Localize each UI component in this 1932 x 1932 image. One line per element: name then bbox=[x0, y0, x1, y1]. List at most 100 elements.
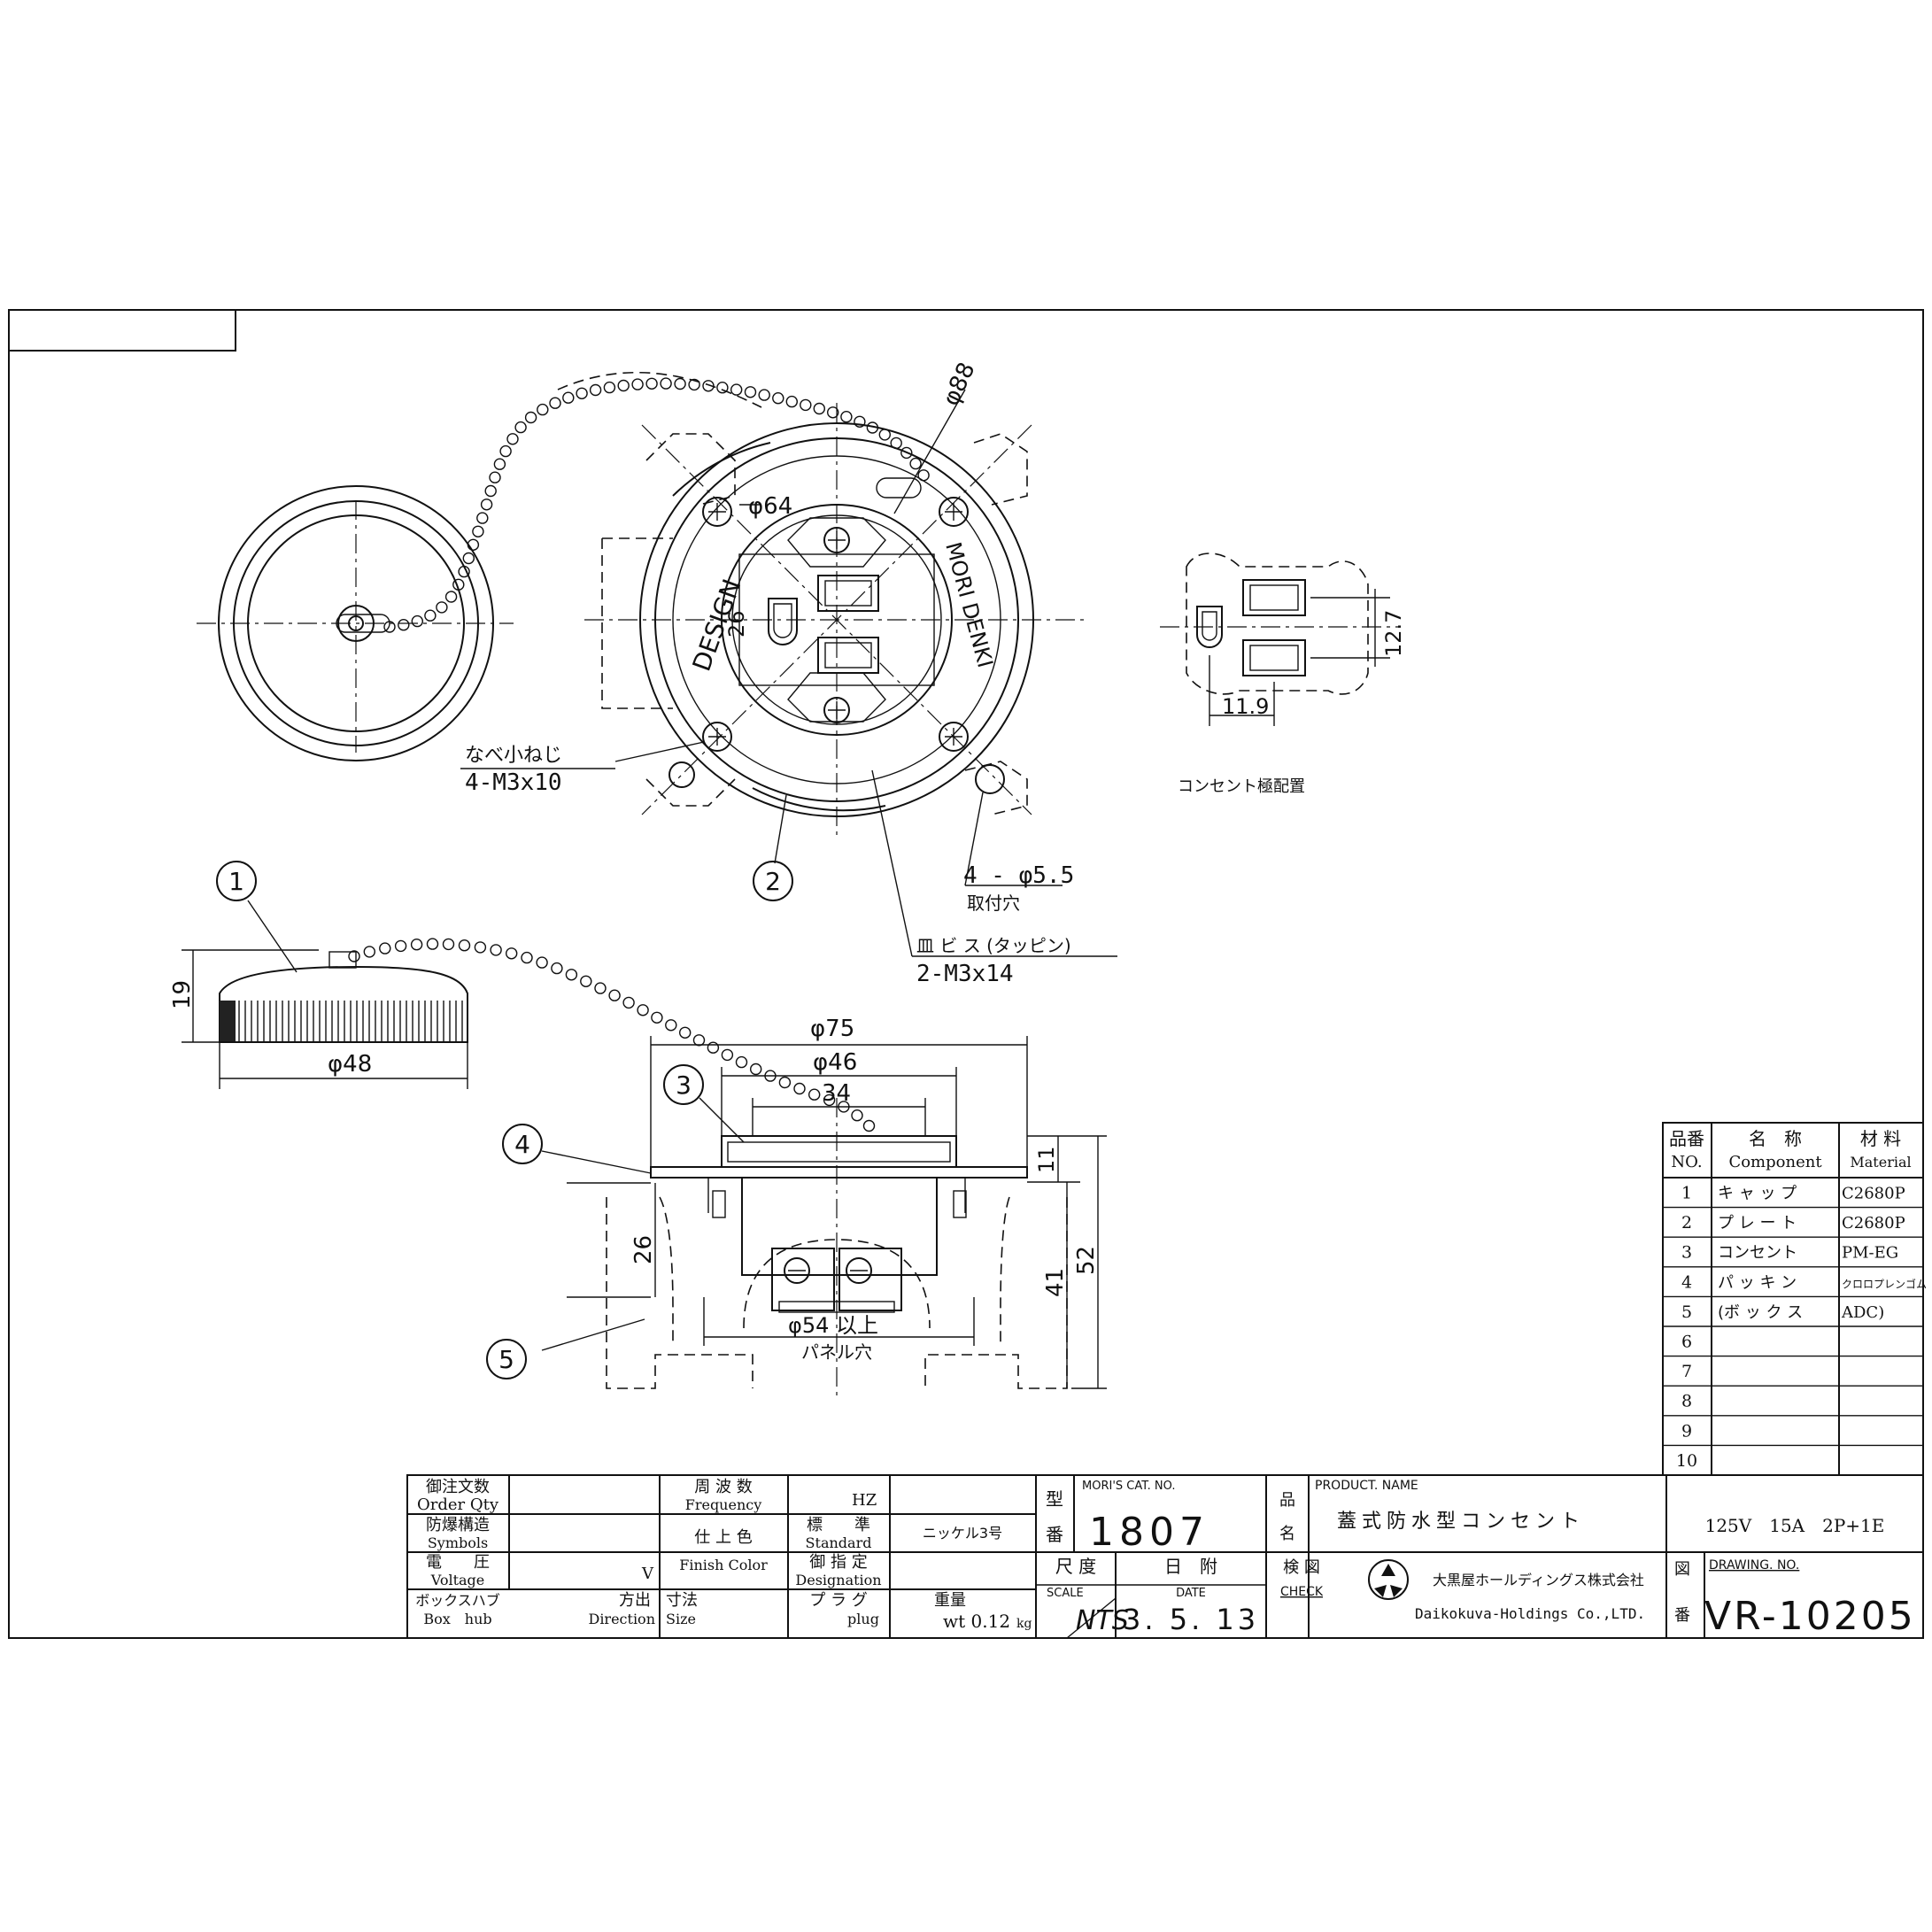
plug-en: plug bbox=[847, 1611, 879, 1627]
parts-name: コンセント bbox=[1718, 1244, 1797, 1263]
chain-bead bbox=[379, 942, 391, 954]
scale-value: NTS bbox=[1076, 1605, 1129, 1636]
dim-phi88: φ88 bbox=[938, 359, 980, 410]
balloon-4: 4 bbox=[502, 1124, 652, 1174]
chain-bead bbox=[692, 1034, 706, 1047]
ball-chain-top bbox=[383, 377, 930, 633]
chain-bead bbox=[480, 498, 493, 511]
dim-phi75: φ75 bbox=[810, 1016, 854, 1042]
screw-spec: 4-M3x10 bbox=[465, 769, 562, 796]
chain-bead bbox=[772, 392, 784, 405]
freq-en: Frequency bbox=[685, 1496, 762, 1513]
chain-bead bbox=[823, 1094, 836, 1107]
parts-no: 1 bbox=[1681, 1184, 1692, 1203]
svg-text:5: 5 bbox=[498, 1345, 514, 1374]
drawing-label: DRAWING. NO. bbox=[1709, 1558, 1799, 1573]
chain-bead bbox=[651, 1011, 663, 1024]
chain-bead bbox=[506, 947, 518, 960]
company-logo bbox=[1368, 1559, 1409, 1600]
cap-top-view bbox=[197, 485, 514, 761]
parts-no: 8 bbox=[1681, 1392, 1692, 1411]
freq-jp: 周 波 数 bbox=[694, 1478, 752, 1496]
chain-bead bbox=[750, 1063, 762, 1076]
dim-12-7: 12.7 bbox=[1381, 610, 1406, 657]
tap-name: 皿 ビ ス (タッピン) bbox=[916, 935, 1071, 956]
chain-bead bbox=[785, 395, 798, 408]
title-block: 御注文数 Order Qty 防爆構造 Symbols 電 圧 Voltage … bbox=[406, 1474, 1924, 1639]
direction-en: Direction bbox=[588, 1611, 655, 1627]
chain-bead bbox=[442, 938, 455, 951]
chain-bead bbox=[862, 1119, 876, 1132]
chain-bead bbox=[631, 378, 644, 390]
chain-bead bbox=[800, 398, 812, 412]
parts-material: ADC) bbox=[1841, 1303, 1884, 1322]
chain-bead bbox=[744, 386, 757, 398]
chain-bead bbox=[608, 989, 621, 1001]
chain-bead bbox=[467, 538, 480, 551]
receptacle-layout: 12.7 11.9 コンセント極配置 bbox=[1160, 553, 1406, 796]
tap-spec: 2-M3x14 bbox=[916, 961, 1014, 987]
chain-bead bbox=[549, 397, 561, 409]
model-jp-bottom: 番 bbox=[1046, 1524, 1063, 1545]
chain-bead bbox=[394, 939, 407, 953]
chain-bead bbox=[603, 381, 616, 394]
parts-no: 6 bbox=[1681, 1333, 1692, 1352]
chain-bead bbox=[348, 950, 360, 962]
chain-bead bbox=[813, 402, 825, 415]
date-en: DATE bbox=[1176, 1587, 1206, 1600]
chain-bead bbox=[660, 377, 672, 390]
chain-bead bbox=[444, 591, 458, 603]
svg-text:1: 1 bbox=[228, 867, 244, 896]
chain-bead bbox=[565, 969, 578, 981]
chain-bead bbox=[424, 609, 437, 622]
voltage-en: Voltage bbox=[430, 1572, 485, 1588]
chain-bead bbox=[490, 944, 502, 956]
chain-bead bbox=[462, 552, 475, 565]
standard-jp: 標 準 bbox=[807, 1516, 870, 1534]
boxhub-jp: ボックスハブ bbox=[415, 1592, 500, 1609]
balloon-1: 1 bbox=[216, 861, 298, 973]
parts-no: 3 bbox=[1681, 1243, 1692, 1263]
corner-box bbox=[8, 309, 236, 352]
cap-side-view: 19 φ48 bbox=[169, 949, 468, 1089]
chain-bead bbox=[854, 415, 866, 428]
chain-bead bbox=[484, 484, 497, 498]
chain-bead bbox=[778, 1076, 792, 1089]
parts-material: クロロプレンゴム bbox=[1842, 1277, 1927, 1290]
chain-bead bbox=[576, 387, 588, 399]
standard-value: ニッケル3号 bbox=[923, 1525, 1002, 1542]
chain-bead bbox=[840, 411, 853, 423]
dim-phi54: φ54 以上 bbox=[788, 1313, 878, 1338]
layout-caption: コンセント極配置 bbox=[1178, 777, 1305, 796]
chain-bead bbox=[827, 406, 839, 419]
finish-jp: 仕 上 色 bbox=[694, 1528, 752, 1547]
chain-bead bbox=[735, 1055, 748, 1069]
chain-bead bbox=[594, 982, 607, 994]
check-en: CHECK bbox=[1280, 1585, 1324, 1599]
svg-text:2: 2 bbox=[765, 867, 781, 896]
chain-bead bbox=[707, 1041, 720, 1054]
parts-header-mat-en: Material bbox=[1850, 1154, 1911, 1171]
hole-name: 取付穴 bbox=[967, 893, 1020, 914]
chain-bead bbox=[679, 1026, 692, 1039]
product-name: 蓋式防水型コンセント bbox=[1337, 1511, 1585, 1533]
weight-value: wt 0.12 bbox=[943, 1611, 1010, 1632]
spec: 125V 15A 2P+1E bbox=[1705, 1515, 1885, 1536]
chain-bead bbox=[617, 379, 630, 392]
product-jp-bottom: 名 bbox=[1279, 1525, 1295, 1543]
designation-jp: 御 指 定 bbox=[809, 1553, 867, 1572]
model-jp-top: 型 bbox=[1046, 1488, 1063, 1510]
voltage-jp: 電 圧 bbox=[426, 1553, 490, 1572]
hole-spec: 4 - φ5.5 bbox=[963, 862, 1074, 889]
chain-bead bbox=[363, 946, 375, 958]
dim-41: 41 bbox=[1042, 1268, 1069, 1297]
drawing-no: VR-10205 bbox=[1704, 1594, 1916, 1639]
scale-jp: 尺 度 bbox=[1055, 1556, 1096, 1577]
chain-bead bbox=[514, 421, 527, 434]
cat-label: MORI'S CAT. NO. bbox=[1082, 1480, 1175, 1493]
chain-bead bbox=[398, 619, 410, 631]
parts-no: 2 bbox=[1681, 1213, 1692, 1233]
chain-bead bbox=[383, 621, 396, 633]
